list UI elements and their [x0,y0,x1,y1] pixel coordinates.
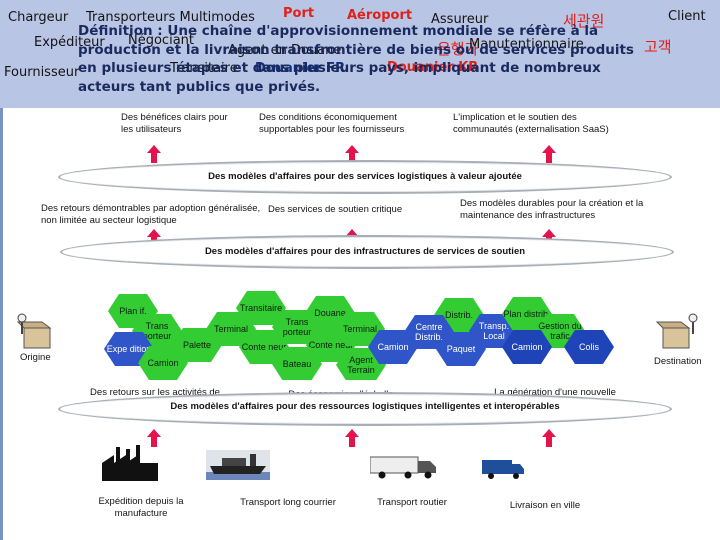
word-port: Port [283,6,315,21]
word-douanier-fr: Douanier FR [255,61,346,76]
transport-road-label: Transport routier [377,497,447,508]
word-transitaire: Transitaire [170,61,238,76]
origin-label: Origine [20,352,51,363]
word-chargeur: Chargeur [8,10,69,25]
definition-text: Définition : Une chaîne d'approvisionnem… [78,23,634,95]
benefit-users: Des bénéfices clairs pour les utilisateu… [121,112,228,135]
arrow-up-9 [542,429,556,447]
destination-box-icon [655,313,698,349]
oval-value-added [58,160,672,194]
middle-support: Des services de soutien critique [268,204,403,215]
word-agent-douane: Agent en Douane [228,43,342,58]
hex-camion-1: Camion [138,346,188,380]
oval-infrastructure-label: Des modèles d'affaires pour des infrastr… [204,246,526,257]
benefit-communities: L'implication et le soutien des communau… [453,112,623,136]
word-manutentionnaire: Manutentionnaire [469,37,584,52]
left-border-strip [0,108,4,540]
middle-sustainable: Des modèles durables pour la création et… [460,198,644,221]
oval-intelligent [58,392,672,426]
oval-value-added-label: Des modèles d'affaires pour des services… [208,171,522,182]
factory-icon [102,445,158,481]
van-icon [482,460,524,479]
word-expediteur: Expéditeur [34,35,105,50]
arrow-up-8 [345,429,359,447]
hex-camion-3: Camion [502,330,552,364]
truck-icon [370,456,436,479]
hex-bateau: Bateau [272,347,322,381]
word-transporteurs: Transporteurs Multimodes [86,10,255,25]
hex-colis: Colis [564,330,614,364]
transport-factory-label: Expédition depuis la manufacture [98,496,184,519]
benefit-communities-text: L'implication et le soutien des communau… [453,112,609,135]
oval-infrastructure [60,235,674,269]
arrow-up-1 [147,145,161,163]
word-aeroport: Aéroport [347,8,413,23]
benefit-suppliers: Des conditions économiquement supportabl… [259,112,405,135]
arrow-up-7 [147,429,161,447]
word-client: Client [668,9,706,24]
origin-box-icon [16,313,52,349]
word-negociant: Négociant [128,33,194,48]
oval-intelligent-label: Des modèles d'affaires pour des ressourc… [170,401,560,412]
middle-returns: Des retours démontrables par adoption gé… [41,203,261,226]
ship-icon [206,450,270,480]
word-kr-customer: 고객 [644,38,672,56]
header-band: Chargeur Transporteurs Multimodes Port A… [0,0,720,108]
destination-label: Destination [654,356,702,367]
word-assureur: Assureur [431,12,489,27]
word-kr-customs: 세관원 [563,12,605,30]
word-douanier-kr: Douanier KR [387,60,479,75]
arrow-up-2 [345,145,359,163]
word-kr-bank: 은행가 [437,40,479,58]
transport-city-label: Livraison en ville [509,500,581,511]
transport-long-label: Transport long courrier [240,497,336,508]
word-fournisseur: Fournisseur [4,65,80,80]
arrow-up-3 [542,145,556,163]
